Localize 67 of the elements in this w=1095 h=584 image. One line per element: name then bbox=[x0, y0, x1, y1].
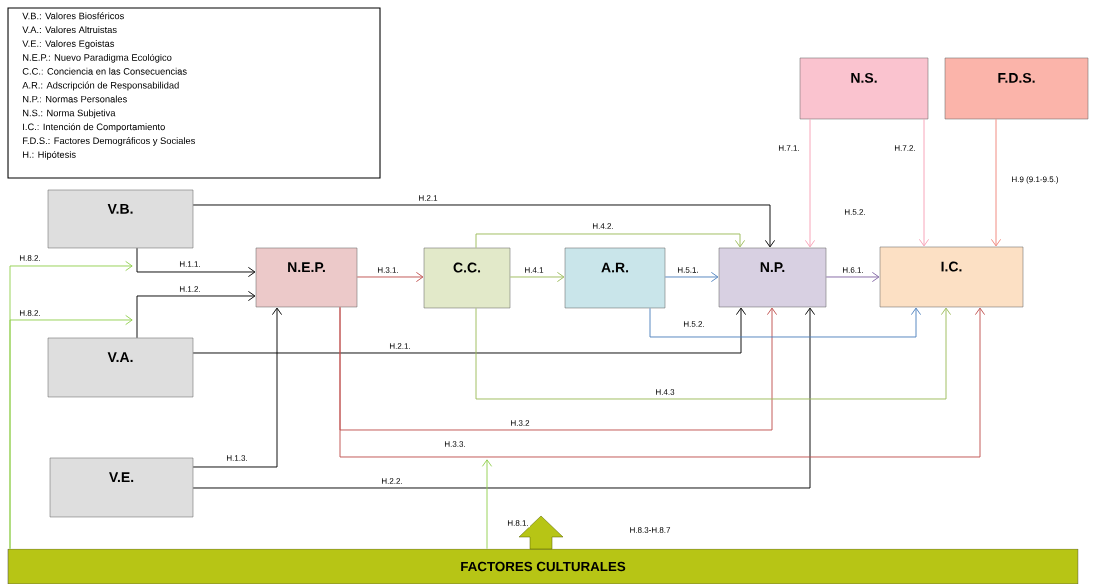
edge-label: H.4.1 bbox=[523, 265, 545, 275]
arrow bbox=[475, 307, 952, 400]
arrow bbox=[825, 271, 880, 283]
arrow bbox=[192, 204, 776, 248]
key-box bbox=[7, 7, 381, 179]
node-label: N.S.: Norma Subjetiva bbox=[23, 109, 116, 119]
arrow bbox=[136, 247, 256, 278]
node-label: I.C.: Intención de Comportamiento bbox=[23, 123, 165, 133]
edge-label: H.2.1. bbox=[388, 341, 412, 351]
edge-label: H.8.1. bbox=[506, 518, 530, 528]
variable-box: V.A. bbox=[47, 337, 194, 398]
edge-label: H.8.2. bbox=[18, 308, 42, 318]
edge-label: H.9 (9.1-9.5.) bbox=[1010, 174, 1060, 186]
variable-box: F.D.S. bbox=[944, 57, 1089, 120]
arrow bbox=[9, 314, 133, 550]
arrow bbox=[339, 306, 778, 431]
arrow bbox=[475, 233, 746, 249]
node-label: V.A.: Valores Altruistas bbox=[22, 26, 117, 34]
arrow bbox=[339, 306, 986, 458]
edge-label: H.6.1. bbox=[841, 265, 865, 275]
edge-label: H.4.2. bbox=[591, 221, 615, 231]
edge-label: H.1.3. bbox=[225, 453, 249, 463]
edge-label: H.1.1. bbox=[178, 259, 202, 269]
arrow bbox=[192, 307, 747, 354]
edge-label: H.3.3. bbox=[443, 439, 467, 449]
node-label: A.R.: Adscripción de Responsabilidad bbox=[22, 81, 179, 91]
edge-label: H.2.2. bbox=[380, 476, 404, 486]
arrow bbox=[481, 459, 493, 550]
variable-box: N.P. bbox=[718, 247, 827, 308]
node-label: N.E.P.: Nuevo Paradigma Ecológico bbox=[23, 53, 172, 63]
edge-label: H.5.2. bbox=[682, 319, 706, 329]
variable-box: V.E. bbox=[49, 457, 194, 518]
node-label: N.P.: Normas Personales bbox=[23, 95, 127, 103]
arrow bbox=[356, 271, 424, 283]
node-label: V.B.: Valores Biosféricos bbox=[22, 12, 124, 20]
arrow bbox=[649, 307, 922, 338]
edge-label: H.5.1. bbox=[676, 265, 700, 275]
variable-box: V.B. bbox=[47, 189, 194, 249]
node-label: C.C.: Conciencia en las Consecuencias bbox=[22, 67, 187, 75]
edge-label: H.3.1. bbox=[376, 265, 400, 275]
edge-label: H.3.2 bbox=[509, 418, 531, 428]
arrow bbox=[192, 307, 816, 489]
arrow bbox=[192, 307, 283, 468]
node-label: V.E.: Valores Egoistas bbox=[22, 40, 115, 49]
hypothesis-label: H.8.3-H.8.7 bbox=[628, 525, 672, 535]
arrow bbox=[664, 271, 719, 283]
key-text: V.B.: Valores Biosféricos V.A.: Valores Altruistas V.E.: Valores Egoistas N.E.P.: Nuevo Paradigma Ecológico C.C.: Conciencia en las Consecuencias A.R.: Adscripción de Responsabilidad N.P.: Normas Personales N.S.: Norma Subjetiva I.C.: Intención de Comportamiento F.D.S.: Factores Demográficos y Sociales H.: Hipótesis bbox=[22, 12, 195, 160]
variable-box: A.R. bbox=[564, 247, 666, 309]
arrow bbox=[918, 118, 930, 247]
node-label: F.D.S.: Factores Demográficos y Sociales bbox=[23, 137, 195, 146]
edge-label: H.2.1 bbox=[417, 193, 439, 203]
edge-label: H.7.1. bbox=[777, 143, 801, 153]
edge-label: H.1.2. bbox=[178, 284, 202, 294]
variable-box: N.E.P. bbox=[255, 247, 358, 308]
edge-label: H.4.3 bbox=[654, 387, 676, 397]
edge-label: H.7.2. bbox=[893, 143, 917, 153]
variable-box: N.S. bbox=[799, 57, 929, 120]
band: FACTORES CULTURALES bbox=[7, 548, 1079, 584]
node-label: H.: Hipótesis bbox=[23, 150, 76, 160]
hypothesis-label: H.5.2. bbox=[843, 207, 867, 217]
arrow bbox=[509, 271, 565, 283]
arrow bbox=[136, 290, 256, 339]
variable-box: C.C. bbox=[423, 247, 511, 309]
arrow bbox=[990, 118, 1002, 247]
variable-box: I.C. bbox=[879, 246, 1024, 308]
arrow bbox=[804, 118, 816, 248]
edge-label: H.8.2. bbox=[18, 253, 42, 263]
